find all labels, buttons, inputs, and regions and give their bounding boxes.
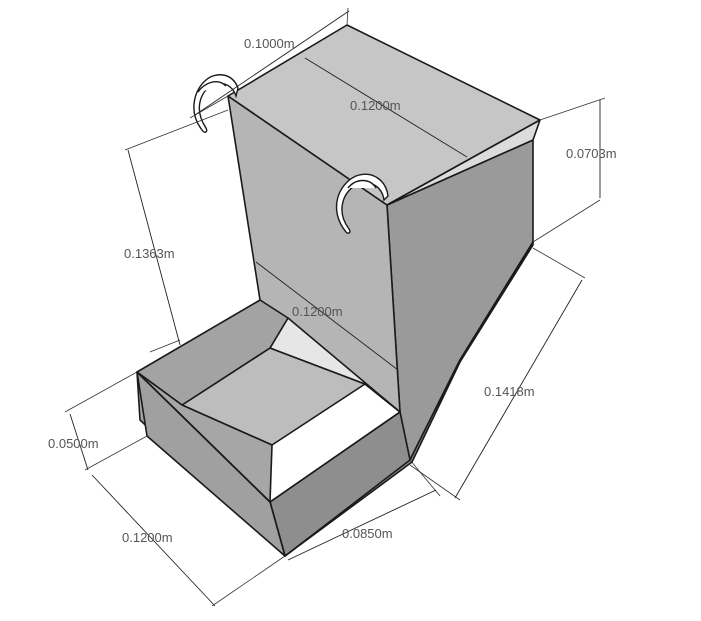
dim-lid-depth: 0.1200m bbox=[350, 98, 401, 113]
hinge-right bbox=[335, 173, 389, 234]
dim-tray-width: 0.1200m bbox=[122, 530, 173, 545]
dim-slope-length: 0.1418m bbox=[484, 384, 535, 399]
hinge-left bbox=[193, 74, 239, 133]
dimension-lines bbox=[64, 7, 606, 607]
lid-underside bbox=[386, 119, 541, 206]
dim-tray-depth: 0.0850m bbox=[342, 526, 393, 541]
tray-rim bbox=[136, 371, 401, 503]
dim-tray-height: 0.0500m bbox=[48, 436, 99, 451]
hook-icon bbox=[347, 179, 377, 189]
box-model bbox=[136, 24, 541, 557]
hook-icon bbox=[197, 81, 227, 93]
dim-back-height: 0.1363m bbox=[124, 246, 175, 261]
dimension-labels: 0.1000m 0.1200m 0.0703m 0.1363m 0.1200m … bbox=[48, 36, 617, 545]
dim-front-height: 0.0703m bbox=[566, 146, 617, 161]
dim-lid-width: 0.1000m bbox=[244, 36, 295, 51]
dim-inner-width: 0.1200m bbox=[292, 304, 343, 319]
